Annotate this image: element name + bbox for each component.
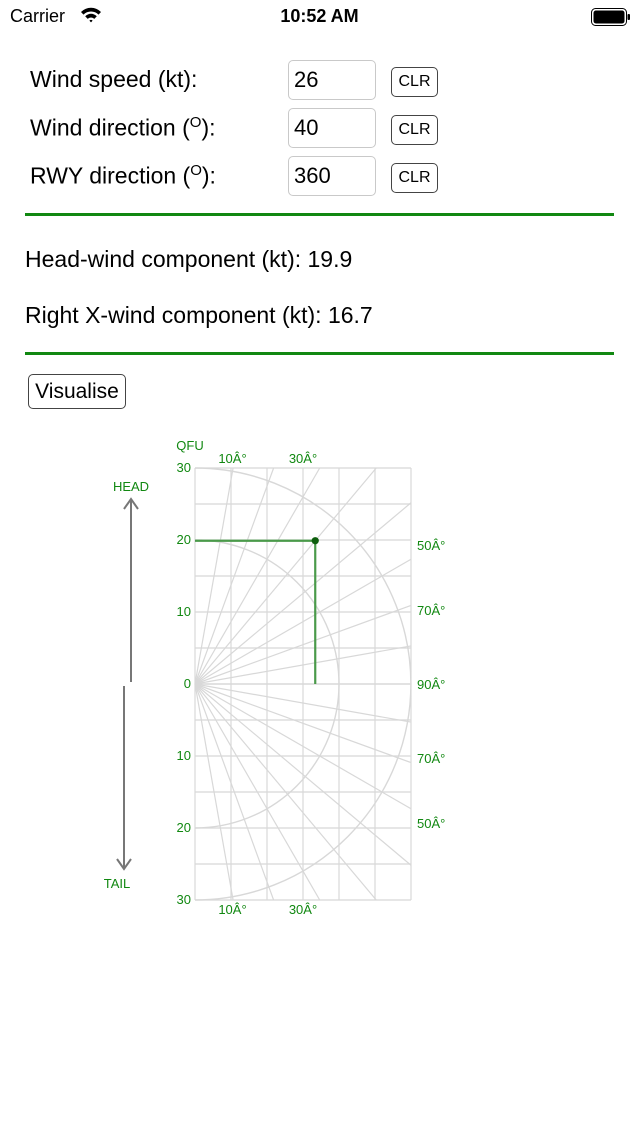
angle-ray: [194, 645, 412, 685]
angle-ray: [194, 683, 377, 901]
y-tick-label: 30: [177, 892, 191, 907]
angle-ray: [194, 683, 275, 901]
bottom-angle-label: 10Â°: [218, 902, 246, 917]
right-angle-label: 70Â°: [417, 603, 445, 618]
rwy-direction-label: RWY direction (O):: [30, 162, 216, 189]
wind-direction-input[interactable]: [288, 108, 376, 148]
visualise-button[interactable]: Visualise: [28, 374, 126, 409]
crosswind-result: Right X-wind component (kt): 16.7: [25, 302, 373, 328]
right-angle-label: 50Â°: [417, 816, 445, 831]
rwy-direction-input[interactable]: [288, 156, 376, 196]
head-label: HEAD: [113, 479, 149, 494]
diagram-labels: 30 20 10 0 10 20 30 10Â° 30Â° 10Â° 30Â° 50Â° 70Â° 90Â…: [177, 451, 446, 917]
right-angle-label: 50Â°: [417, 538, 445, 553]
wind-component-diagram: QFU HEAD TAIL 302010010203010Â°30Â°10Â°3…: [104, 438, 446, 917]
y-tick-label: 0: [184, 676, 191, 691]
wind-vector-point: [311, 537, 319, 545]
angle-ray: [194, 683, 412, 764]
angle-ray: [194, 683, 321, 901]
headwind-result: Head-wind component (kt): 19.9: [25, 246, 353, 272]
angle-ray: [194, 467, 275, 685]
wind-direction-row: Wind direction (O): CLR: [0, 108, 639, 152]
y-tick-label: 10: [177, 748, 191, 763]
head-arrow: [123, 497, 139, 682]
diagram-wind-vector: [195, 537, 319, 684]
angle-ray: [194, 683, 412, 866]
top-angle-label: 10Â°: [218, 451, 246, 466]
battery-icon: [591, 8, 630, 26]
angle-ray: [194, 467, 234, 685]
wind-speed-input[interactable]: [288, 60, 376, 100]
wind-direction-label: Wind direction (O):: [30, 114, 216, 141]
angle-ray: [194, 502, 412, 685]
wind-direction-clear-button[interactable]: CLR: [391, 115, 438, 145]
divider-top: [25, 213, 614, 216]
angle-ray: [194, 558, 412, 685]
tail-label: TAIL: [104, 876, 131, 891]
wind-speed-label: Wind speed (kt):: [30, 66, 198, 92]
y-tick-label: 10: [177, 604, 191, 619]
wifi-icon: [81, 7, 101, 23]
angle-ray: [194, 683, 234, 901]
angle-ray: [194, 467, 321, 685]
rwy-direction-row: RWY direction (O): CLR: [0, 156, 639, 200]
rwy-direction-clear-button[interactable]: CLR: [391, 163, 438, 193]
y-tick-label: 20: [177, 820, 191, 835]
carrier-label: Carrier: [10, 6, 66, 26]
status-bar: Carrier 10:52 AM: [0, 0, 639, 34]
right-angle-label: 70Â°: [417, 751, 445, 766]
top-angle-label: 30Â°: [289, 451, 317, 466]
speed-arc-outer: [194, 467, 412, 901]
tail-arrow: [116, 686, 132, 871]
divider-bottom: [25, 352, 614, 355]
speed-arc-inner: [194, 539, 340, 829]
wind-speed-clear-button[interactable]: CLR: [391, 67, 438, 97]
y-tick-label: 30: [177, 460, 191, 475]
right-angle-label: 90Â°: [417, 677, 445, 692]
angle-ray: [194, 683, 412, 810]
diagram-angle-rays: [194, 467, 412, 901]
angle-ray: [194, 683, 412, 723]
angle-ray: [194, 604, 412, 685]
wind-speed-row: Wind speed (kt): CLR: [0, 60, 639, 104]
y-tick-label: 20: [177, 532, 191, 547]
bottom-angle-label: 30Â°: [289, 902, 317, 917]
status-time: 10:52 AM: [280, 6, 359, 26]
diagram-speed-arcs: [194, 467, 412, 901]
angle-ray: [194, 467, 377, 685]
qfu-label: QFU: [176, 438, 203, 453]
